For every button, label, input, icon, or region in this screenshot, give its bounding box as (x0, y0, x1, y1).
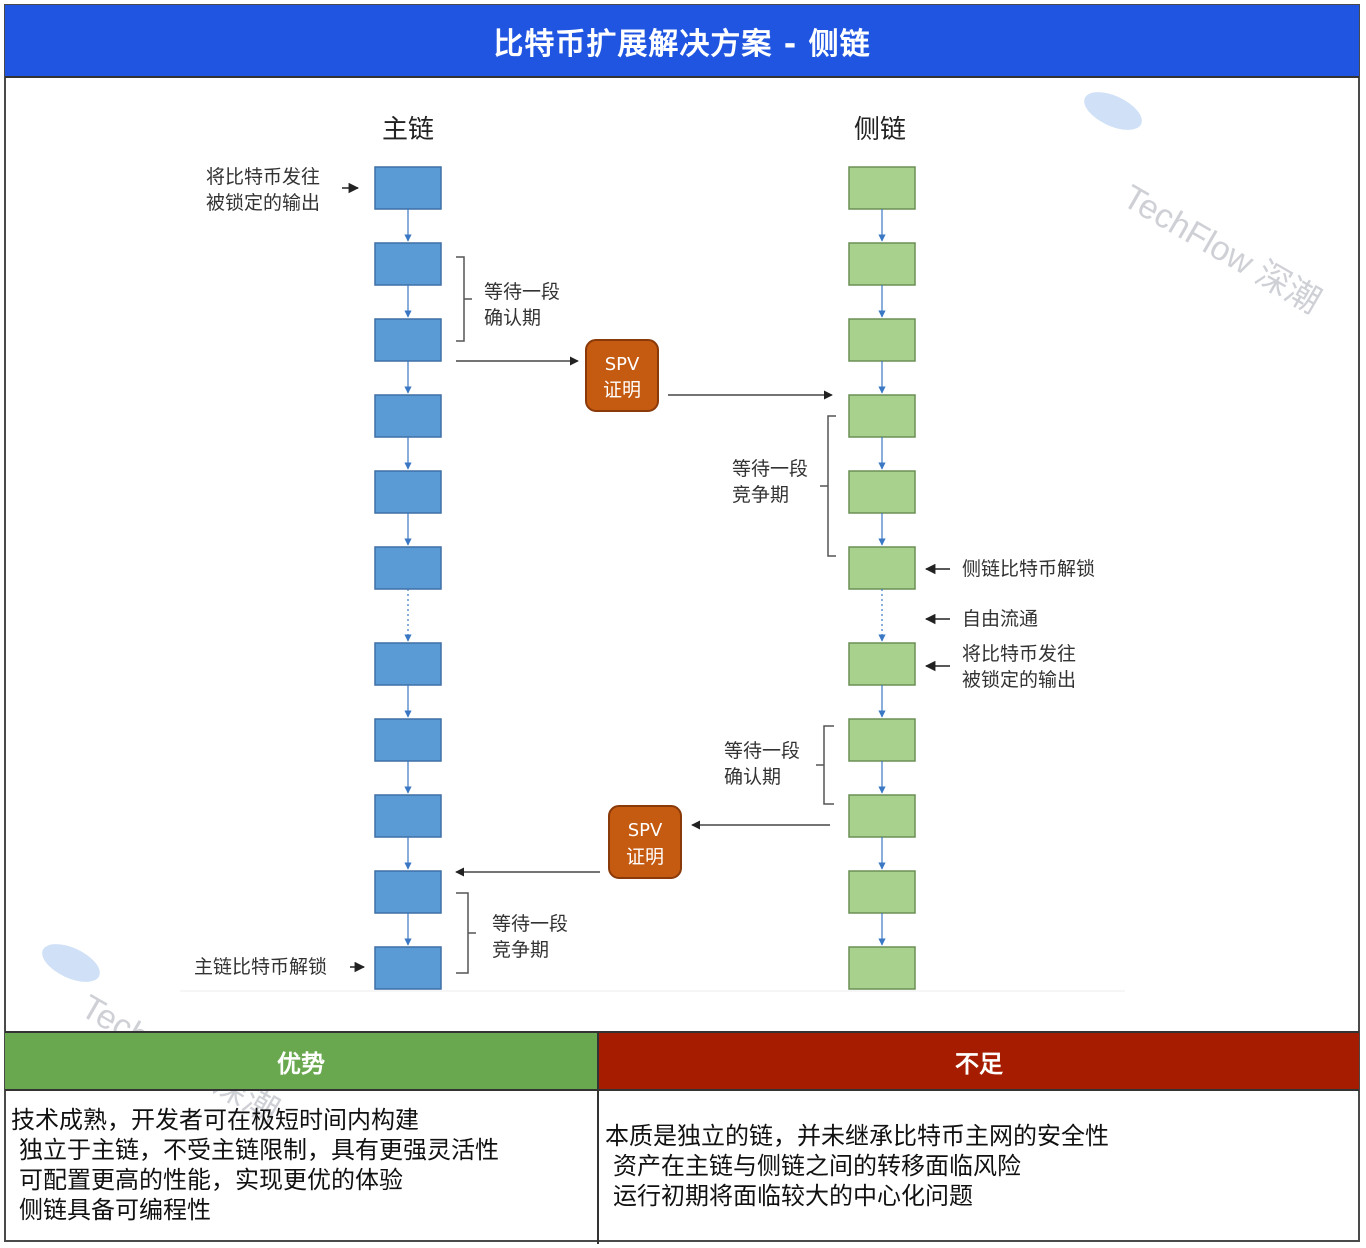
side-chain-block (848, 794, 916, 838)
main-chain-block (374, 546, 442, 590)
pros-item: 侧链具备可编程性 (19, 1196, 211, 1224)
pros-item: 技术成熟，开发者可在极短时间内构建 (11, 1106, 419, 1134)
main-chain-block (374, 318, 442, 362)
cons-column: 不足 本质是独立的链，并未继承比特币主网的安全性 资产在主链与侧链之间的转移面临… (599, 1033, 1359, 1244)
main-confirm-bracket (456, 256, 472, 342)
side-chain-block (848, 718, 916, 762)
pros-item: 独立于主链，不受主链限制，具有更强灵活性 (19, 1136, 499, 1164)
spv-bottom-line2: 证明 (626, 846, 664, 868)
spv-top-line1: SPV (605, 354, 640, 375)
side-chain-block (848, 946, 916, 990)
page-title: 比特币扩展解决方案 - 侧链 (5, 5, 1359, 77)
sidechain-diagram: 主链 侧链 将比特币发往 被锁定的输出 等待一段 确认期 等待一段 竞争期 主链… (180, 115, 1125, 992)
free-flow-label: 自由流通 (962, 608, 1038, 630)
pros-header: 优势 (5, 1033, 597, 1091)
main-confirm-label-2: 确认期 (484, 307, 541, 329)
side-unlock-label: 侧链比特币解锁 (962, 558, 1095, 580)
main-chain-block (374, 166, 442, 210)
cons-item: 本质是独立的链，并未继承比特币主网的安全性 (605, 1122, 1109, 1150)
main-contest-label-2: 竞争期 (492, 939, 549, 961)
spv-proof-top (585, 339, 659, 412)
side-chain-block (848, 642, 916, 686)
side-chain-block (848, 394, 916, 438)
spv-proof-bottom (608, 805, 682, 879)
side-contest-bracket (820, 415, 836, 557)
side-confirm-label-1: 等待一段 (724, 740, 800, 762)
main-chain-block (374, 794, 442, 838)
pros-item: 可配置更高的性能，实现更优的体验 (19, 1166, 403, 1194)
main-chain-block (374, 642, 442, 686)
main-chain-block (374, 718, 442, 762)
main-chain-label: 主链 (382, 115, 434, 145)
side-contest-label-2: 竞争期 (732, 484, 789, 506)
main-lock-label-2: 被锁定的输出 (206, 192, 320, 214)
side-chain-block (848, 470, 916, 514)
side-chain-block (848, 318, 916, 362)
pros-column: 优势 技术成熟，开发者可在极短时间内构建 独立于主链，不受主链限制，具有更强灵活… (5, 1033, 599, 1244)
side-chain-block (848, 242, 916, 286)
cons-list: 本质是独立的链，并未继承比特币主网的安全性 资产在主链与侧链之间的转移面临风险 … (599, 1091, 1359, 1211)
side-chain-label: 侧链 (854, 115, 906, 145)
main-lock-label-1: 将比特币发往 (206, 166, 320, 188)
side-chain-blocks (848, 166, 916, 990)
cons-header: 不足 (599, 1033, 1359, 1091)
pros-list: 技术成熟，开发者可在极短时间内构建 独立于主链，不受主链限制，具有更强灵活性 可… (5, 1091, 597, 1225)
main-chain-blocks (374, 166, 442, 990)
main-chain-block (374, 870, 442, 914)
main-contest-bracket (456, 892, 476, 974)
main-chain-block (374, 946, 442, 990)
side-confirm-label-2: 确认期 (724, 766, 781, 788)
side-contest-label-1: 等待一段 (732, 458, 808, 480)
main-contest-label-1: 等待一段 (492, 913, 568, 935)
pros-cons-table: 优势 技术成熟，开发者可在极短时间内构建 独立于主链，不受主链限制，具有更强灵活… (5, 1031, 1359, 1244)
cons-item: 运行初期将面临较大的中心化问题 (613, 1182, 973, 1210)
spv-top-line2: 证明 (603, 379, 641, 401)
side-chain-block (848, 546, 916, 590)
main-confirm-label-1: 等待一段 (484, 281, 560, 303)
side-lock-label-2: 被锁定的输出 (962, 669, 1076, 691)
side-lock-label-1: 将比特币发往 (962, 643, 1076, 665)
main-chain-block (374, 470, 442, 514)
spv-bottom-line1: SPV (628, 820, 663, 841)
main-chain-block (374, 394, 442, 438)
main-unlock-label: 主链比特币解锁 (194, 956, 327, 978)
side-chain-block (848, 870, 916, 914)
main-chain-block (374, 242, 442, 286)
title-divider (5, 76, 1359, 78)
cons-item: 资产在主链与侧链之间的转移面临风险 (613, 1152, 1021, 1180)
side-chain-block (848, 166, 916, 210)
side-confirm-bracket (816, 725, 834, 805)
